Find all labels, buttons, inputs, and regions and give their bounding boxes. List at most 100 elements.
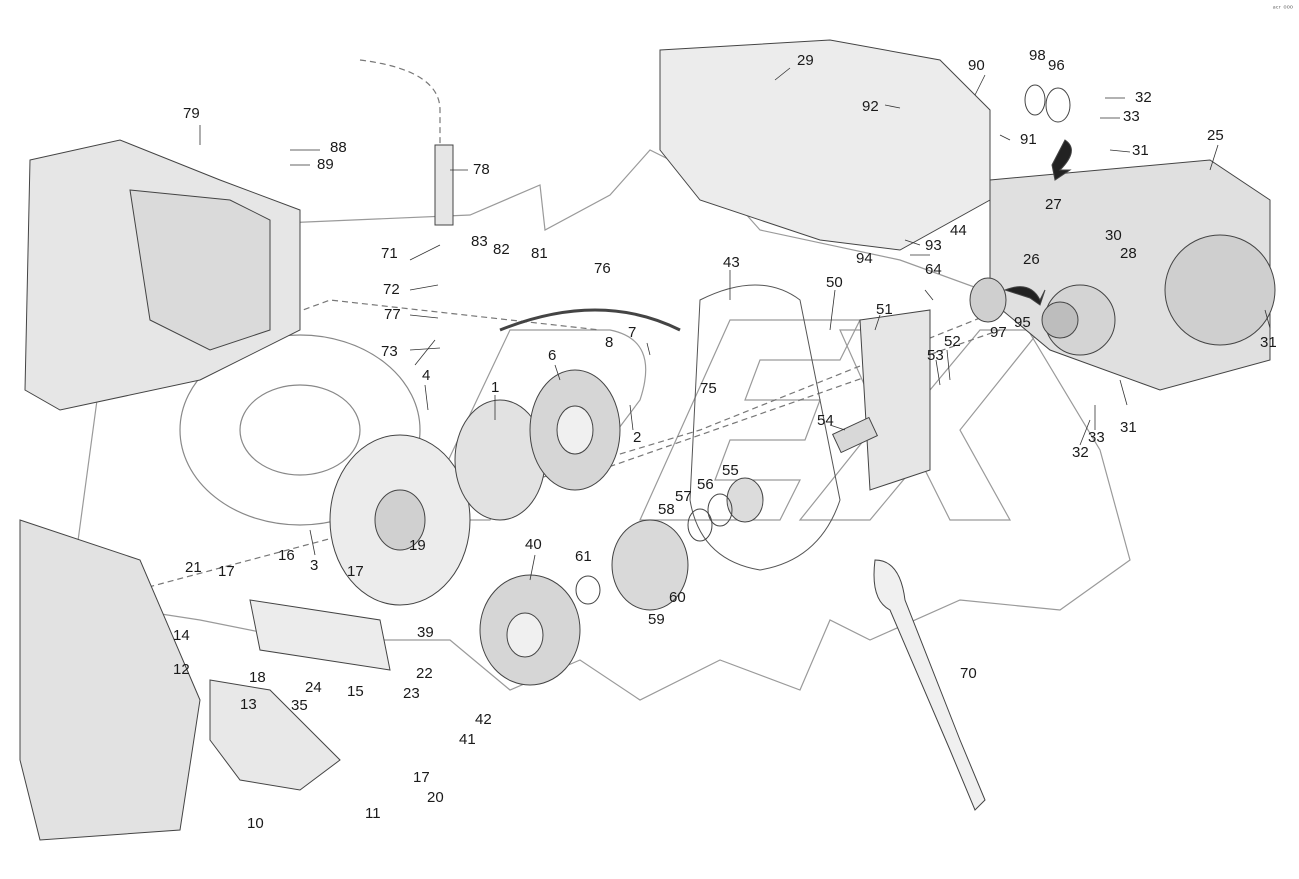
part-label: 83 bbox=[471, 233, 488, 250]
part-label: 31 bbox=[1120, 419, 1137, 436]
part-label: 30 bbox=[1105, 227, 1122, 244]
seal-97 bbox=[969, 277, 1007, 323]
part-label: 91 bbox=[1020, 131, 1037, 148]
part-label: 8 bbox=[605, 334, 614, 351]
part-label: 58 bbox=[658, 501, 675, 518]
part-label: 98 bbox=[1029, 47, 1046, 64]
part-label: 64 bbox=[925, 261, 942, 278]
part-label: 43 bbox=[723, 254, 740, 271]
corner-mark: ᵃᶜʳ ⁰⁰⁰ bbox=[1272, 4, 1293, 13]
part-label: 75 bbox=[700, 380, 717, 397]
part-label: 76 bbox=[594, 260, 611, 277]
part-label: 18 bbox=[249, 669, 266, 686]
part-label: 24 bbox=[305, 679, 322, 696]
part-label: 59 bbox=[648, 611, 665, 628]
part-label: 72 bbox=[383, 281, 400, 298]
part-label: 31 bbox=[1260, 334, 1277, 351]
part-label: 4 bbox=[422, 367, 431, 384]
part-label: 94 bbox=[856, 250, 873, 267]
part-label: 81 bbox=[531, 245, 548, 262]
seal-98 bbox=[1024, 84, 1046, 116]
part-label: 2 bbox=[633, 429, 642, 446]
part-label: 39 bbox=[417, 624, 434, 641]
part-label: 27 bbox=[1045, 196, 1062, 213]
shaft-54 bbox=[831, 416, 879, 454]
part-label: 77 bbox=[384, 306, 401, 323]
part-label: 90 bbox=[968, 57, 985, 74]
part-label: 41 bbox=[459, 731, 476, 748]
part-label: 57 bbox=[675, 488, 692, 505]
bracket-10 bbox=[209, 679, 341, 791]
arrow-icon-2 bbox=[1003, 286, 1046, 306]
part-label: 6 bbox=[548, 347, 557, 364]
part-label: 7 bbox=[628, 324, 637, 341]
part-label: 29 bbox=[797, 52, 814, 69]
part-label: 17 bbox=[218, 563, 235, 580]
part-label: 14 bbox=[173, 627, 190, 644]
bracket-15 bbox=[249, 599, 391, 671]
part-label: 82 bbox=[493, 241, 510, 258]
part-label: 10 bbox=[247, 815, 264, 832]
watermark-o bbox=[179, 334, 421, 526]
part-label: 97 bbox=[990, 324, 1007, 341]
bracket-51 bbox=[859, 309, 931, 491]
part-label: 20 bbox=[427, 789, 444, 806]
part-label: 52 bbox=[944, 333, 961, 350]
part-label: 42 bbox=[475, 711, 492, 728]
gear-casting bbox=[659, 39, 991, 251]
part-label: 32 bbox=[1072, 444, 1089, 461]
part-label: 44 bbox=[950, 222, 967, 239]
part-label: 56 bbox=[697, 476, 714, 493]
part-label: 21 bbox=[185, 559, 202, 576]
part-label: 73 bbox=[381, 343, 398, 360]
part-label: 16 bbox=[278, 547, 295, 564]
part-label: 15 bbox=[347, 683, 364, 700]
part-label: 70 bbox=[960, 665, 977, 682]
part-label: 12 bbox=[173, 661, 190, 678]
part-label: 11 bbox=[365, 805, 381, 822]
hose-76 bbox=[499, 308, 681, 332]
part-label: 17 bbox=[413, 769, 430, 786]
part-label: 40 bbox=[525, 536, 542, 553]
part-label: 88 bbox=[330, 139, 347, 156]
part-label: 55 bbox=[722, 462, 739, 479]
part-label: 61 bbox=[575, 548, 592, 565]
drive-motor bbox=[19, 519, 201, 841]
part-label: 22 bbox=[416, 665, 433, 682]
electric-panel bbox=[129, 189, 271, 351]
seal-96 bbox=[1045, 87, 1071, 123]
part-label: 3 bbox=[310, 557, 319, 574]
part-label: 92 bbox=[862, 98, 879, 115]
part-label: 95 bbox=[1014, 314, 1031, 331]
part-label: 31 bbox=[1132, 142, 1149, 159]
part-label: 35 bbox=[291, 697, 308, 714]
part-label: 13 bbox=[240, 696, 257, 713]
part-label: 71 bbox=[381, 245, 398, 262]
arrow-icon bbox=[1051, 139, 1072, 181]
part-label: 60 bbox=[669, 589, 686, 606]
part-label: 54 bbox=[817, 412, 834, 429]
part-label: 33 bbox=[1123, 108, 1140, 125]
part-label: 28 bbox=[1120, 245, 1137, 262]
part-label: 89 bbox=[317, 156, 334, 173]
part-label: 19 bbox=[409, 537, 426, 554]
part-label: 25 bbox=[1207, 127, 1224, 144]
part-label: 96 bbox=[1048, 57, 1065, 74]
part-label: 33 bbox=[1088, 429, 1105, 446]
gear-outline bbox=[69, 149, 1131, 701]
part-label: 53 bbox=[927, 347, 944, 364]
hose-78 bbox=[434, 144, 454, 226]
wrench-70 bbox=[873, 559, 986, 811]
housing-flange bbox=[1164, 234, 1276, 346]
part-label: 79 bbox=[183, 105, 200, 122]
part-label: 1 bbox=[491, 379, 500, 396]
part-label: 50 bbox=[826, 274, 843, 291]
part-label: 78 bbox=[473, 161, 490, 178]
part-label: 17 bbox=[347, 563, 364, 580]
part-label: 51 bbox=[876, 301, 893, 318]
pulley-60 bbox=[611, 519, 689, 611]
belt-43 bbox=[689, 284, 841, 571]
part-label: 93 bbox=[925, 237, 942, 254]
